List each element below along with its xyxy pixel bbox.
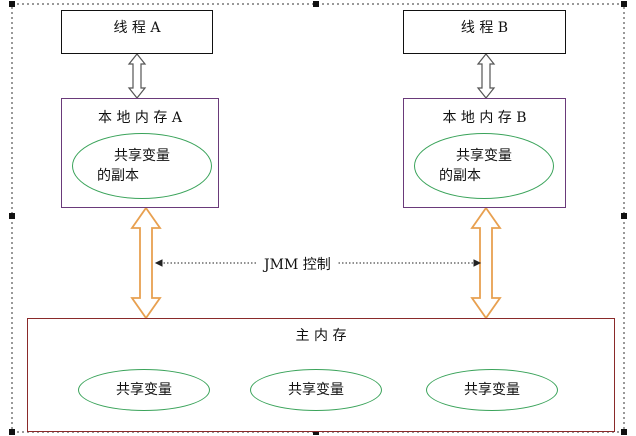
main-memory-var-2: 共享变量 (250, 369, 382, 411)
handle-bottom-left (9, 429, 15, 435)
local-memory-b-copy-line1: 共享变量 (456, 148, 512, 164)
local-memory-a-box: 本 地 内 存 A 共享变量 的副本 (61, 98, 219, 208)
thread-b-title: 线 程 B (460, 20, 509, 36)
handle-top-mid (313, 1, 319, 7)
thread-a-link-arrow (127, 53, 147, 99)
main-memory-var-1-label: 共享变量 (116, 382, 172, 398)
jmm-control-label: JMM 控制 (258, 254, 337, 274)
local-memory-a-copy: 共享变量 的副本 (72, 133, 212, 199)
main-memory-var-3: 共享变量 (426, 369, 558, 411)
handle-bottom-right (621, 429, 627, 435)
local-memory-b-copy-line2: 的副本 (439, 168, 481, 184)
handle-mid-left (9, 213, 15, 219)
local-memory-a-title: 本 地 内 存 A (98, 110, 182, 126)
thread-b-box: 线 程 B (403, 10, 566, 54)
local-memory-b-copy: 共享变量 的副本 (414, 133, 554, 199)
thread-a-box: 线 程 A (61, 10, 213, 54)
main-memory-var-3-label: 共享变量 (464, 382, 520, 398)
thread-b-link-arrow (476, 53, 496, 99)
local-memory-a-copy-line2: 的副本 (97, 168, 139, 184)
main-memory-box: 主 内 存 共享变量 共享变量 共享变量 (27, 318, 615, 432)
thread-a-title: 线 程 A (113, 20, 161, 36)
main-memory-var-2-label: 共享变量 (288, 382, 344, 398)
main-memory-var-1: 共享变量 (78, 369, 210, 411)
handle-mid-right (621, 213, 627, 219)
handle-top-left (9, 1, 15, 7)
handle-top-right (621, 1, 627, 7)
local-memory-b-title: 本 地 内 存 B (442, 110, 527, 126)
local-memory-b-box: 本 地 内 存 B 共享变量 的副本 (403, 98, 566, 208)
main-memory-title: 主 内 存 (295, 328, 347, 344)
handle-bottom-mid (313, 429, 319, 435)
local-memory-a-copy-line1: 共享变量 (114, 148, 170, 164)
